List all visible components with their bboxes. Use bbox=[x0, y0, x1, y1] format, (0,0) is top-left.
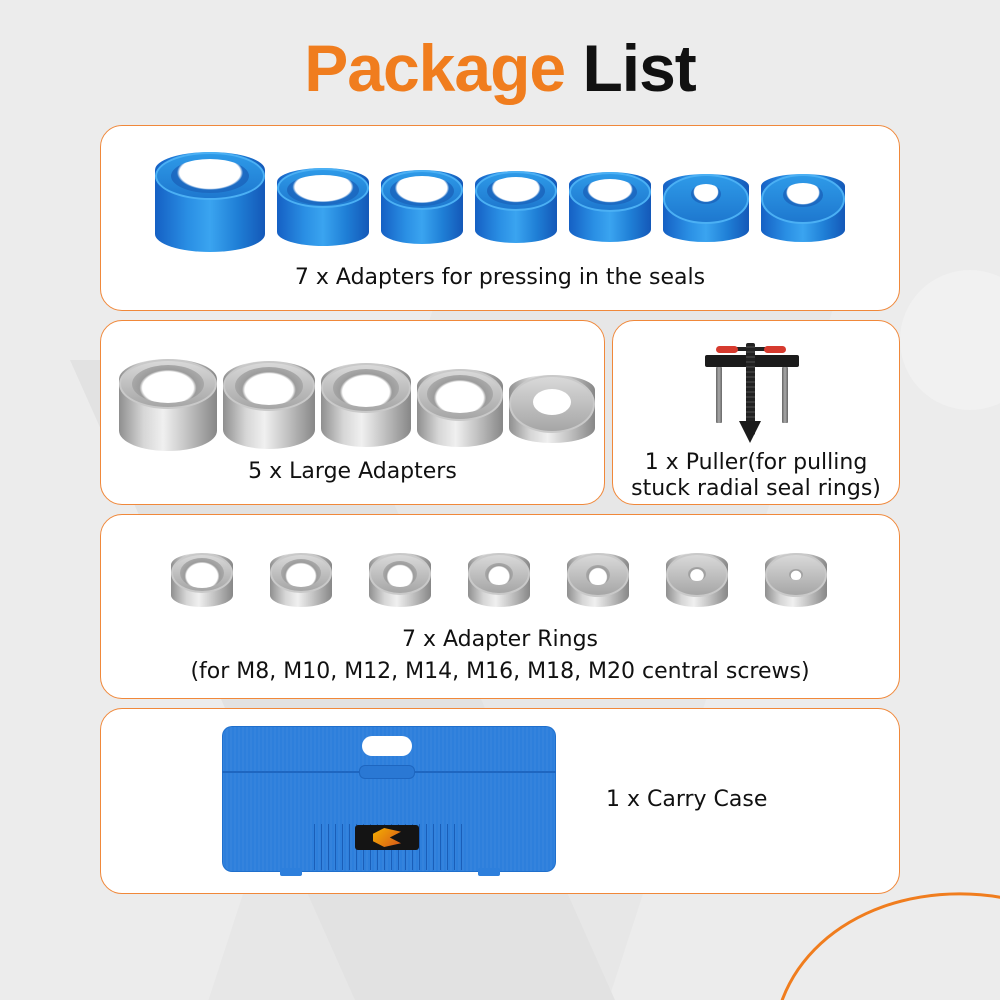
adapter-ring-image bbox=[270, 553, 332, 607]
case-handle bbox=[362, 736, 412, 756]
card-large-adapters: 5 x Large Adapters bbox=[100, 320, 605, 505]
puller-label-line2: stuck radial seal rings) bbox=[631, 476, 881, 501]
puller-label-line1: 1 x Puller(for pulling bbox=[644, 450, 868, 475]
large-adapter-image bbox=[119, 359, 217, 451]
puller-image bbox=[700, 343, 810, 451]
adapter-ring-image bbox=[765, 553, 827, 607]
blue-adapter-image bbox=[475, 171, 557, 243]
adapter-ring-image bbox=[468, 553, 530, 607]
case-logo bbox=[355, 825, 419, 850]
blue-adapter-image bbox=[761, 174, 845, 242]
background-circle bbox=[900, 270, 1000, 410]
adapter-ring-image bbox=[171, 553, 233, 607]
large-adapters-label: 5 x Large Adapters bbox=[248, 459, 457, 484]
adapter-rings-label-line2: (for M8, M10, M12, M14, M16, M18, M20 ce… bbox=[190, 659, 810, 684]
blue-adapters-label: 7 x Adapters for pressing in the seals bbox=[294, 265, 706, 290]
large-adapters-row bbox=[119, 359, 595, 451]
blue-adapters-row bbox=[155, 152, 845, 252]
blue-adapter-image bbox=[663, 174, 749, 242]
blue-adapter-image bbox=[381, 170, 463, 244]
page-title: Package List bbox=[0, 30, 1000, 106]
case-latch bbox=[360, 766, 414, 778]
adapter-ring-image bbox=[369, 553, 431, 607]
large-adapter-image bbox=[509, 375, 595, 443]
title-main: List bbox=[582, 31, 696, 105]
adapter-rings-label-line1: 7 x Adapter Rings bbox=[401, 627, 599, 652]
large-adapter-image bbox=[417, 369, 503, 447]
blue-adapter-image bbox=[277, 168, 369, 246]
large-adapter-image bbox=[321, 363, 411, 447]
card-blue-adapters: 7 x Adapters for pressing in the seals bbox=[100, 125, 900, 311]
carry-case-image bbox=[222, 726, 556, 876]
adapter-ring-image bbox=[666, 553, 728, 607]
large-adapter-image bbox=[223, 361, 315, 449]
blue-adapter-image bbox=[569, 172, 651, 242]
adapter-ring-image bbox=[567, 553, 629, 607]
blue-adapter-image bbox=[155, 152, 265, 252]
title-accent: Package bbox=[304, 31, 566, 105]
card-adapter-rings: 7 x Adapter Rings (for M8, M10, M12, M14… bbox=[100, 514, 900, 699]
adapter-rings-row bbox=[171, 553, 827, 607]
carry-case-label: 1 x Carry Case bbox=[606, 787, 768, 812]
